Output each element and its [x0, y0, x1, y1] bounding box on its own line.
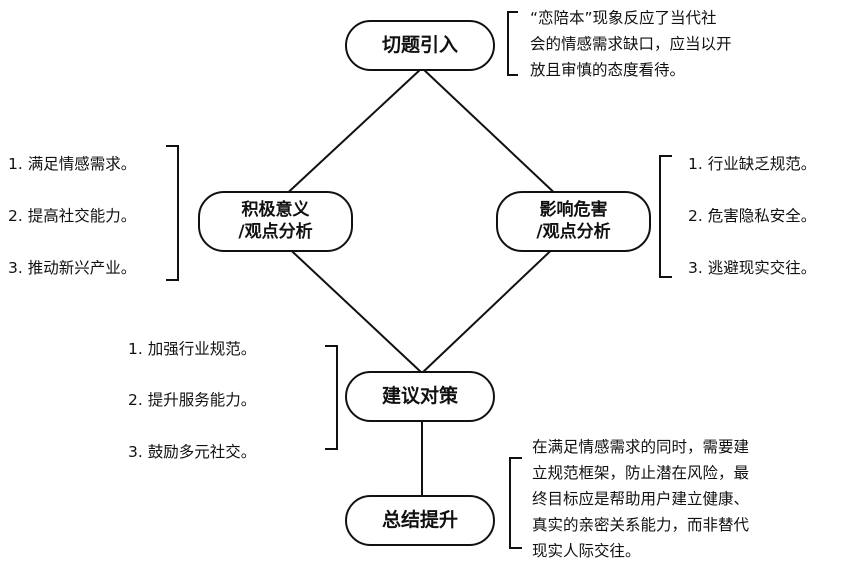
note-summary-line: 现实人际交往。: [532, 542, 641, 560]
note-summary: 在满足情感需求的同时，需要建 立规范框架，防止潜在风险，最 终目标应是帮助用户建…: [532, 434, 749, 564]
list-item: 3. 推动新兴产业。: [8, 259, 137, 277]
bracket-summary-note: [509, 457, 522, 549]
note-intro: “恋陪本”现象反应了当代社 会的情感需求缺口，应当以开 放且审慎的态度看待。: [530, 5, 732, 83]
note-summary-line: 在满足情感需求的同时，需要建: [532, 438, 750, 456]
list-item: 3. 逃避现实交往。: [688, 259, 817, 277]
list-item: 2. 危害隐私安全。: [688, 207, 817, 225]
node-positive-line1: 积极意义: [241, 200, 310, 221]
node-intro: 切题引入: [345, 20, 495, 71]
node-negative: 影响危害 /观点分析: [496, 191, 651, 252]
edge-intro-positive: [279, 67, 423, 201]
edge-negative-suggest: [421, 239, 563, 374]
node-intro-label: 切题引入: [381, 33, 458, 56]
list-item: 2. 提升服务能力。: [128, 391, 257, 409]
note-summary-line: 终目标应是帮助用户建立健康、: [532, 490, 750, 508]
list-item: 2. 提高社交能力。: [8, 207, 137, 225]
node-negative-line2: /观点分析: [536, 221, 611, 242]
note-intro-line: 会的情感需求缺口，应当以开: [530, 35, 732, 53]
note-intro-line: “恋陪本”现象反应了当代社: [530, 9, 717, 27]
bracket-intro-note: [507, 11, 518, 76]
list-item: 3. 鼓励多元社交。: [128, 443, 257, 461]
bracket-positive-list: [166, 145, 179, 281]
bracket-negative-list: [659, 155, 672, 278]
node-negative-line1: 影响危害: [539, 200, 608, 221]
edge-positive-suggest: [279, 239, 423, 374]
node-summary: 总结提升: [345, 495, 495, 546]
note-summary-line: 真实的亲密关系能力，而非替代: [532, 516, 750, 534]
node-positive: 积极意义 /观点分析: [198, 191, 353, 252]
bracket-suggest-list: [325, 345, 338, 450]
list-item: 1. 加强行业规范。: [128, 340, 257, 358]
list-item: 1. 行业缺乏规范。: [688, 155, 817, 173]
note-summary-line: 立规范框架，防止潜在风险，最: [532, 464, 750, 482]
list-item: 1. 满足情感需求。: [8, 155, 137, 173]
node-positive-line2: /观点分析: [238, 221, 313, 242]
node-suggest-label: 建议对策: [381, 384, 458, 407]
note-intro-line: 放且审慎的态度看待。: [530, 61, 686, 79]
node-suggest: 建议对策: [345, 371, 495, 422]
edge-intro-negative: [421, 67, 563, 201]
node-summary-label: 总结提升: [381, 508, 458, 531]
